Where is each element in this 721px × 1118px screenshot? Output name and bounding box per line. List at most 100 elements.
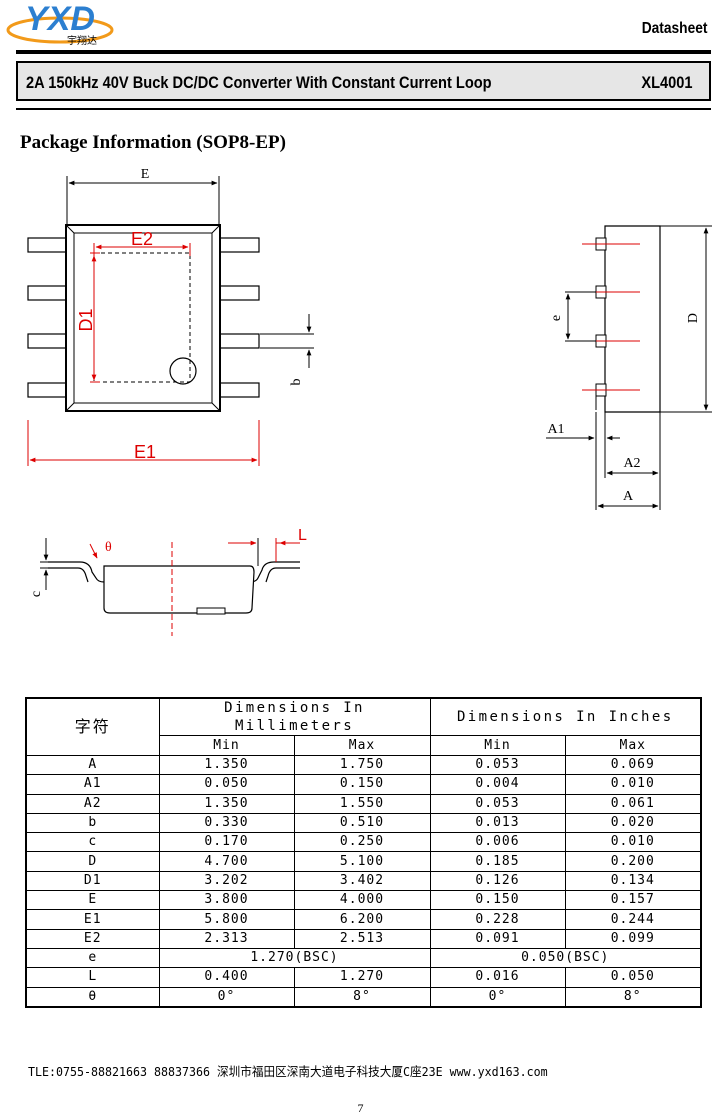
company-logo: YXD 宇翔达	[6, 0, 114, 46]
top-view: E E2 D1 b	[27, 167, 314, 466]
cell-in-min: 0.013	[429, 812, 566, 834]
cell-in-max: 0.200	[564, 851, 702, 872]
cell-mm-min: 0°	[158, 986, 295, 1008]
cell-mm-min: 0.330	[158, 812, 295, 834]
doc-title: 2A 150kHz 40V Buck DC/DC Converter With …	[26, 73, 492, 92]
table-subheader-row: Min Max Min Max	[26, 735, 702, 756]
cell-mm-max: 5.100	[293, 851, 431, 872]
cell-in-max: 0.020	[564, 812, 702, 834]
cell-mm-max: 6.200	[293, 909, 431, 930]
cell-symbol: A1	[25, 774, 160, 795]
cell-mm-max: 0.510	[293, 812, 431, 834]
label-D: D	[686, 313, 701, 323]
cell-mm-max: 1.550	[293, 793, 431, 814]
cell-in-min: 0.228	[429, 909, 566, 930]
label-E: E	[141, 167, 150, 182]
logo-chinese: 宇翔达	[67, 34, 97, 46]
cell-in-max: 0.050	[564, 967, 702, 988]
label-L: L	[298, 527, 307, 544]
footer-contact: TLE:0755-88821663 88837366 深圳市福田区深南大道电子科…	[28, 1064, 548, 1079]
cell-mm-min: 1.350	[158, 793, 295, 814]
cell-mm-max: 0.150	[293, 774, 431, 795]
cell-in-min: 0.091	[429, 928, 566, 949]
cell-symbol: E2	[25, 928, 160, 949]
label-b: b	[289, 379, 304, 386]
cell-mm-max: 8°	[293, 986, 431, 1008]
cell-symbol: c	[25, 832, 160, 853]
cell-in-min: 0.004	[429, 774, 566, 795]
cell-in-bsc: 0.050(BSC)	[429, 947, 702, 969]
label-E1: E1	[134, 442, 156, 462]
symbol-header: 字符	[25, 697, 160, 756]
title-rule	[16, 108, 711, 110]
cell-in-min: 0.006	[429, 832, 566, 853]
cell-in-max: 0.061	[564, 793, 702, 814]
mm-max-header: Max	[293, 735, 431, 756]
cell-mm-min: 1.350	[158, 754, 295, 776]
cell-in-min: 0.150	[429, 890, 566, 911]
cell-mm-min: 0.170	[158, 832, 295, 853]
cell-in-max: 0.069	[564, 754, 702, 776]
logo-letters: YXD	[25, 0, 95, 38]
lead-profile-view: c θ L	[29, 527, 307, 636]
cell-in-max: 0.010	[564, 774, 702, 795]
label-e: e	[549, 315, 564, 321]
cell-symbol: b	[25, 812, 160, 834]
part-number: XL4001	[641, 73, 693, 92]
cell-symbol: L	[25, 967, 160, 988]
cell-in-max: 8°	[564, 986, 702, 1008]
cell-in-max: 0.099	[564, 928, 702, 949]
cell-symbol: θ	[25, 986, 160, 1008]
cell-in-min: 0.016	[429, 967, 566, 988]
cell-symbol: D	[25, 851, 160, 872]
cell-mm-max: 0.250	[293, 832, 431, 853]
cell-mm-max: 4.000	[293, 890, 431, 911]
cell-in-min: 0.185	[429, 851, 566, 872]
cell-symbol: E1	[25, 909, 160, 930]
cell-symbol: D1	[25, 870, 160, 892]
cell-mm-max: 3.402	[293, 870, 431, 892]
cell-mm-min: 2.313	[158, 928, 295, 949]
cell-mm-min: 0.400	[158, 967, 295, 988]
cell-in-max: 0.244	[564, 909, 702, 930]
cell-mm-min: 4.700	[158, 851, 295, 872]
cell-mm-max: 1.270	[293, 967, 431, 988]
cell-in-max: 0.010	[564, 832, 702, 853]
cell-symbol: A2	[25, 793, 160, 814]
cell-mm-min: 3.202	[158, 870, 295, 892]
in-max-header: Max	[564, 735, 702, 756]
side-view: e D A1 A2 A	[546, 225, 712, 510]
cell-mm-min: 3.800	[158, 890, 295, 911]
cell-in-min: 0.053	[429, 754, 566, 776]
cell-symbol: A	[25, 754, 160, 776]
label-c: c	[29, 591, 44, 597]
cell-mm-bsc: 1.270(BSC)	[158, 947, 431, 969]
cell-mm-min: 0.050	[158, 774, 295, 795]
title-bar	[16, 61, 711, 101]
cell-in-max: 0.134	[564, 870, 702, 892]
mm-min-header: Min	[158, 735, 295, 756]
cell-mm-min: 5.800	[158, 909, 295, 930]
in-min-header: Min	[429, 735, 566, 756]
label-A: A	[623, 489, 634, 504]
in-header: Dimensions In Inches	[429, 697, 702, 736]
dimensions-table: 字符 Dimensions In Millimeters Dimensions …	[25, 697, 703, 1008]
cell-in-min: 0.126	[429, 870, 566, 892]
doc-type-label: Datasheet	[641, 20, 707, 37]
cell-in-min: 0°	[429, 986, 566, 1008]
mm-header: Dimensions In Millimeters	[158, 697, 431, 736]
package-drawing: E E2 D1 b	[27, 167, 712, 636]
cell-mm-max: 2.513	[293, 928, 431, 949]
